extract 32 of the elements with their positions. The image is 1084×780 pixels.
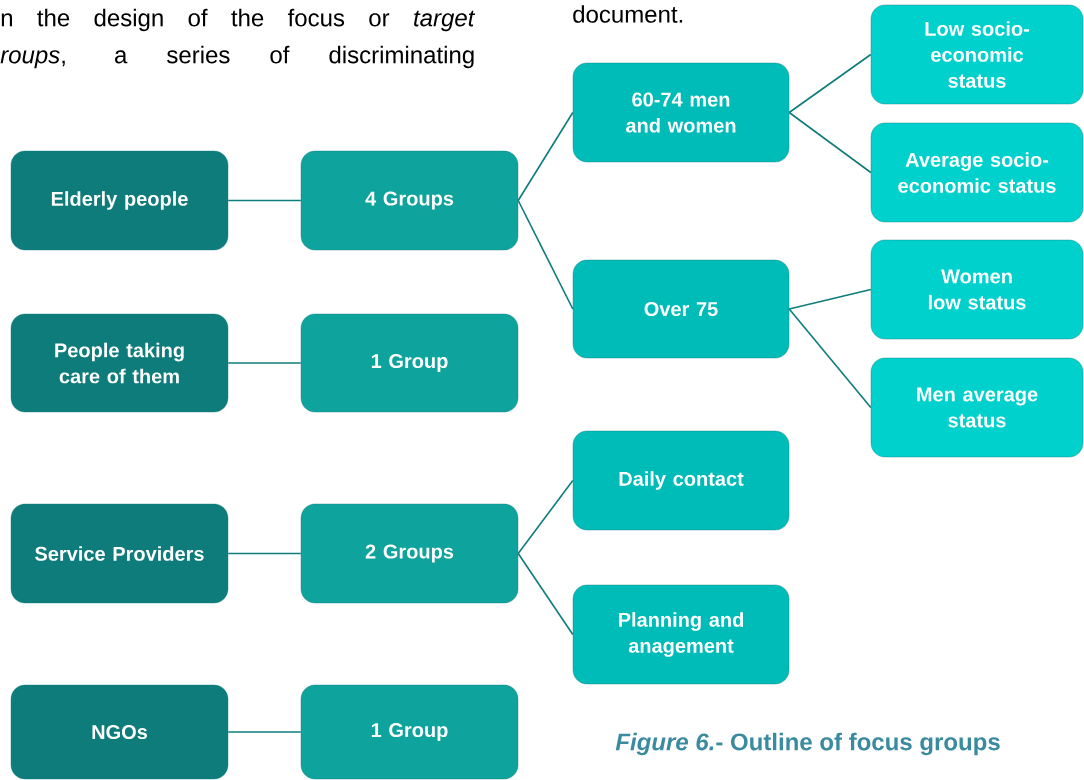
group-box: Planning and anagement bbox=[572, 584, 790, 685]
group-box: Men average status bbox=[870, 357, 1084, 458]
group-box: Women low status bbox=[870, 239, 1084, 340]
connector-line bbox=[788, 288, 872, 310]
body-text: roups, a series of discriminating bbox=[0, 45, 474, 69]
connector-line bbox=[788, 111, 872, 174]
group-box: 60-74 men and women bbox=[572, 62, 790, 163]
connector-line bbox=[517, 199, 574, 310]
connector-line bbox=[517, 552, 574, 636]
group-box: Over 75 bbox=[572, 259, 790, 359]
connector-line bbox=[517, 111, 574, 202]
group-box: People taking care of them bbox=[10, 313, 229, 413]
group-box: 1 Group bbox=[300, 313, 519, 413]
group-box: Average socio-economic status bbox=[870, 122, 1084, 223]
group-box: Low socio-economic status bbox=[870, 4, 1084, 105]
group-box: NGOs bbox=[10, 684, 229, 780]
connector-line bbox=[227, 199, 302, 202]
connector-line bbox=[227, 731, 302, 733]
connector-line bbox=[517, 479, 574, 555]
connector-line bbox=[227, 552, 302, 555]
group-box: 2 Groups bbox=[300, 503, 519, 604]
connector-line bbox=[788, 53, 872, 114]
connector-line bbox=[227, 362, 302, 364]
body-text: n the design of the focus or target bbox=[1, 8, 476, 32]
group-box: 1 Group bbox=[300, 684, 519, 780]
group-box: Service Providers bbox=[10, 503, 229, 604]
group-box: 4 Groups bbox=[300, 150, 519, 251]
figure-caption: Figure 6.- Outline of focus groups bbox=[615, 732, 1000, 756]
group-box: Elderly people bbox=[10, 150, 229, 251]
body-text: document. bbox=[573, 5, 683, 23]
connector-line bbox=[788, 308, 872, 409]
group-box: Daily contact bbox=[572, 430, 790, 531]
